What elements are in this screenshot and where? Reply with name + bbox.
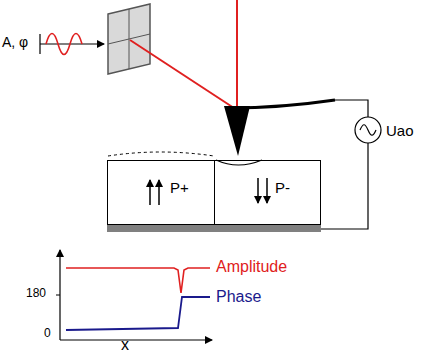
wire	[335, 100, 368, 117]
polarization-arrow	[257, 178, 259, 203]
axis-title: x	[121, 336, 129, 354]
axis-value: 180	[26, 286, 46, 300]
reflected-beam	[130, 40, 237, 110]
axis-value: 0	[44, 326, 51, 340]
photodetector	[108, 4, 150, 74]
sine-wave	[46, 34, 82, 55]
x-axis	[60, 339, 212, 340]
signal-tick	[39, 34, 40, 54]
polarization-arrow	[266, 178, 268, 203]
polarization-arrow	[158, 180, 160, 205]
axis-tick	[56, 295, 60, 296]
bottom-electrode	[107, 225, 321, 232]
surface-expansion	[108, 152, 214, 156]
detector-divider	[108, 34, 150, 44]
polarization-arrow	[149, 180, 151, 205]
ac-source	[355, 117, 381, 143]
domain-box: P-	[214, 160, 321, 225]
domain-label: P-	[275, 179, 290, 196]
phase-label: Phase	[216, 288, 261, 306]
domain-label: P+	[170, 179, 189, 196]
laser-beam	[236, 0, 238, 110]
domain-box: P+	[107, 160, 215, 225]
wire	[321, 143, 368, 229]
phase-curve	[66, 297, 210, 330]
amplitude-curve	[66, 268, 210, 293]
ac-symbol	[360, 125, 376, 136]
amplitude-label: Amplitude	[216, 258, 287, 276]
signal-arrow	[40, 43, 104, 44]
voltage-label: Uao	[386, 122, 414, 139]
signal-label: A, φ	[2, 34, 28, 50]
afm-tip	[224, 106, 250, 156]
